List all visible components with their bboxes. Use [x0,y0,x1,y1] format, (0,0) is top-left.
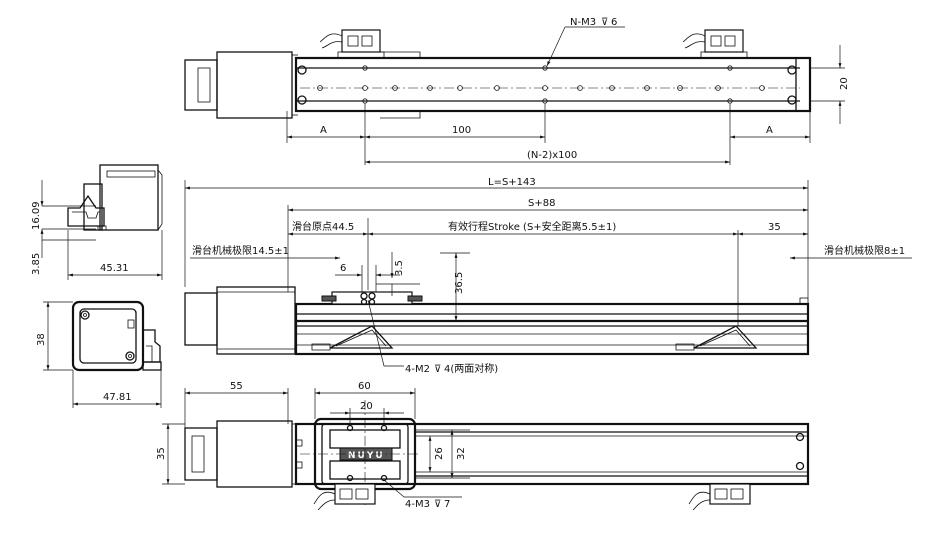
rail-body-bottom [294,422,810,486]
dim-6: 6 [340,263,346,274]
motor-body-bottom [216,420,293,488]
dim-47-81: 47.81 [103,392,132,403]
dim-60: 60 [358,381,371,392]
limit-right-label: 滑台机械极限8±1 [824,244,905,257]
m3-depth-symbol: ⊽ [434,499,441,510]
dim-total-length: L=S+143 [488,177,536,188]
dim-pitch-100: 100 [452,125,471,136]
tap-depth-symbol: ⊽ [601,17,608,28]
tap-depth-top: 6 [611,17,617,28]
dim-20-bottom: 20 [360,401,373,412]
motor-body-side [216,286,296,355]
m2-depth-symbol: ⊽ [434,364,441,375]
side-view: 4-M2 ⊽ 4(两面对称) L=S+143 S+88 滑台原点44.5 有效行… [184,177,912,375]
dim-45-31: 45.31 [100,263,129,274]
end-view-upper: 16.09 3.85 45.31 [31,164,163,280]
limit-sensor-right-bottom [688,483,751,511]
dim-a-left: A [320,125,327,136]
limit-left-label: 滑台机械极限14.5±1 [192,244,289,257]
origin-label: 滑台原点44.5 [292,220,354,233]
m3-note: 4-M3 [405,499,430,510]
limit-sensor-left-top [319,29,385,59]
tap-hole-note-top: N-M3 [570,17,596,28]
dim-26: 26 [434,447,445,460]
dim-35-top: 35 [768,222,781,233]
rail-body-side [294,302,810,356]
motor-connector-top [184,59,218,111]
dim-35-left: 35 [156,447,167,460]
dim-36-5: 36.5 [454,272,465,294]
slider-carriage-side [331,291,413,305]
brand-text: NUYU [348,451,385,461]
end-view-lower: 38 47.81 [36,300,162,408]
stroke-label: 有效行程Stroke (S+安全距离5.5±1) [448,220,616,233]
dim-span: (N-2)x100 [527,150,577,161]
motor-body-top [216,51,293,119]
dim-16-09: 16.09 [31,201,42,230]
limit-sensor-left-bottom [313,483,376,511]
dim-height-20-top: 20 [839,77,850,90]
bottom-view: NUYU 55 60 20 [156,381,810,511]
rail-body-top [294,56,812,113]
m2-depth: 4(两面对称) [444,362,498,375]
m3-depth: 7 [444,499,450,510]
dim-s88: S+88 [528,198,555,209]
rail-holes-top [317,65,765,104]
dim-3-85: 3.85 [31,253,42,275]
dim-55: 55 [230,381,243,392]
dim-3-5: 3.5 [394,260,405,276]
top-view: N-M3 ⊽ 6 20 A 100 A (N-2)x100 [184,17,850,165]
m2-note: 4-M2 [405,364,430,375]
dim-38: 38 [36,333,47,346]
limit-sensor-right-top [682,29,748,59]
dim-32: 32 [456,447,467,460]
dim-a-right: A [766,125,773,136]
